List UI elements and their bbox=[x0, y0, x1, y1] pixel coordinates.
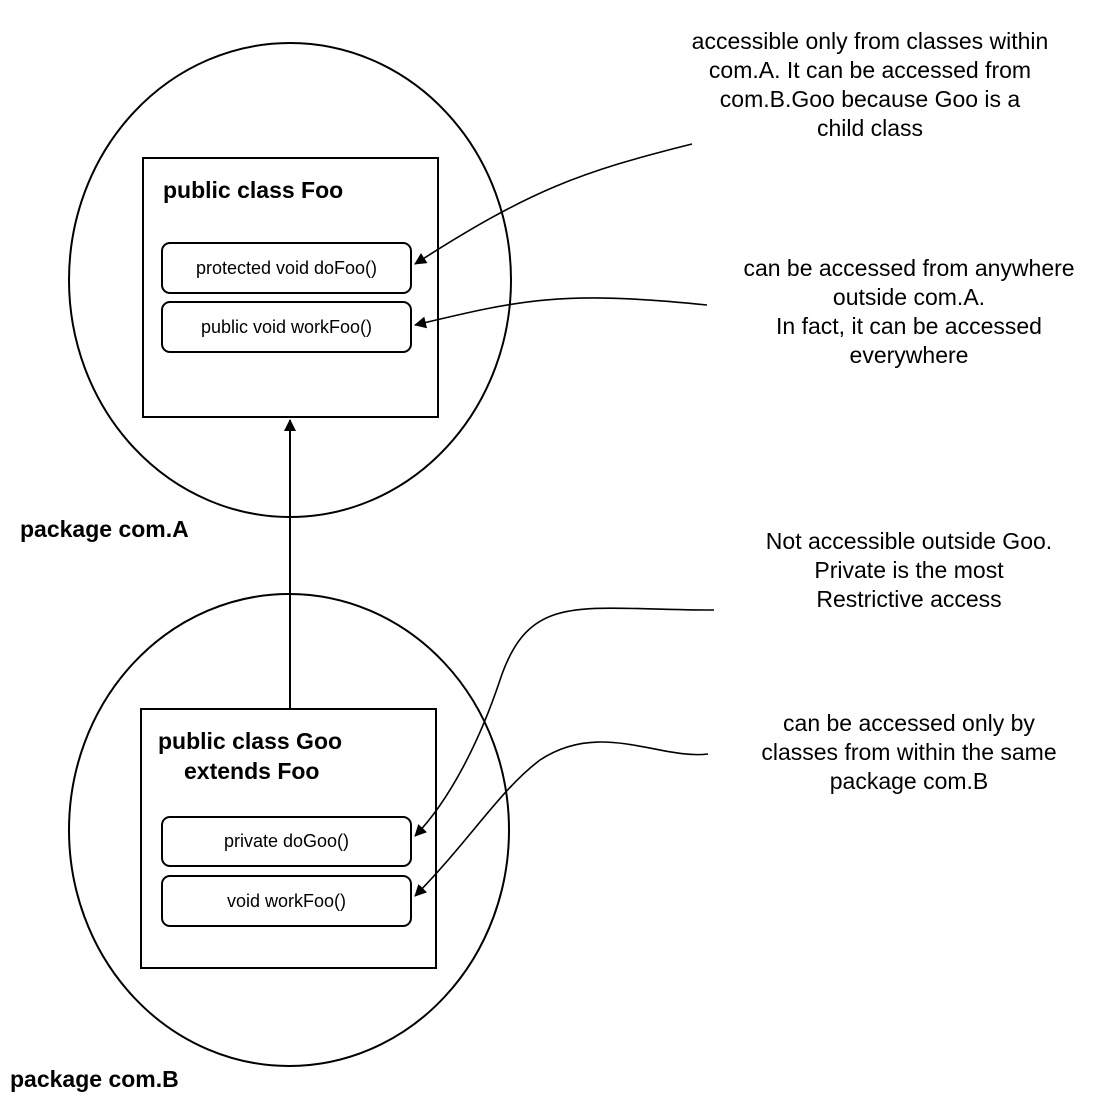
class-goo-title-line1: public class Goo bbox=[158, 728, 343, 754]
method-workfoo-default-label: void workFoo() bbox=[226, 890, 347, 911]
private-note-connector bbox=[414, 607, 715, 837]
protected-note-connector bbox=[414, 143, 693, 265]
default-note-line: can be accessed only by bbox=[783, 710, 1035, 736]
protected-note: accessible only from classes within com.… bbox=[650, 27, 1090, 143]
public-note-line: In fact, it can be accessed bbox=[776, 313, 1042, 339]
method-workfoo-public-box bbox=[161, 301, 412, 353]
private-note-line: Private is the most bbox=[814, 557, 1004, 583]
method-dogoo-box bbox=[161, 816, 412, 867]
class-foo-title: public class Foo bbox=[163, 177, 344, 203]
protected-note-line: com.A. It can be accessed from bbox=[708, 57, 1032, 83]
default-note: can be accessed only by classes from wit… bbox=[720, 709, 1098, 796]
private-note-line: Not accessible outside Goo. bbox=[765, 528, 1053, 554]
public-note-line: everywhere bbox=[849, 342, 969, 368]
default-note-connector bbox=[414, 741, 709, 897]
public-note-connector bbox=[414, 297, 708, 329]
protected-note-line: com.B.Goo because Goo is a bbox=[719, 86, 1021, 112]
class-goo-title-line2: extends Foo bbox=[184, 758, 320, 784]
private-note: Not accessible outside Goo. Private is t… bbox=[720, 527, 1098, 614]
default-note-line: package com.B bbox=[829, 768, 989, 794]
package-a-label: package com.A bbox=[20, 516, 189, 542]
protected-note-line: accessible only from classes within bbox=[691, 28, 1049, 54]
method-dofoo-box bbox=[161, 242, 412, 294]
public-note-line: can be accessed from anywhere bbox=[743, 255, 1075, 281]
package-b-label: package com.B bbox=[10, 1066, 179, 1092]
public-note-line: outside com.A. bbox=[832, 284, 986, 310]
method-workfoo-public-label: public void workFoo() bbox=[200, 316, 373, 337]
method-workfoo-default-box bbox=[161, 875, 412, 927]
default-note-line: classes from within the same bbox=[761, 739, 1057, 765]
method-dofoo-label: protected void doFoo() bbox=[195, 257, 378, 278]
public-note: can be accessed from anywhere outside co… bbox=[708, 254, 1099, 370]
private-note-line: Restrictive access bbox=[816, 586, 1002, 612]
protected-note-line: child class bbox=[816, 115, 924, 141]
method-dogoo-label: private doGoo() bbox=[223, 831, 350, 851]
